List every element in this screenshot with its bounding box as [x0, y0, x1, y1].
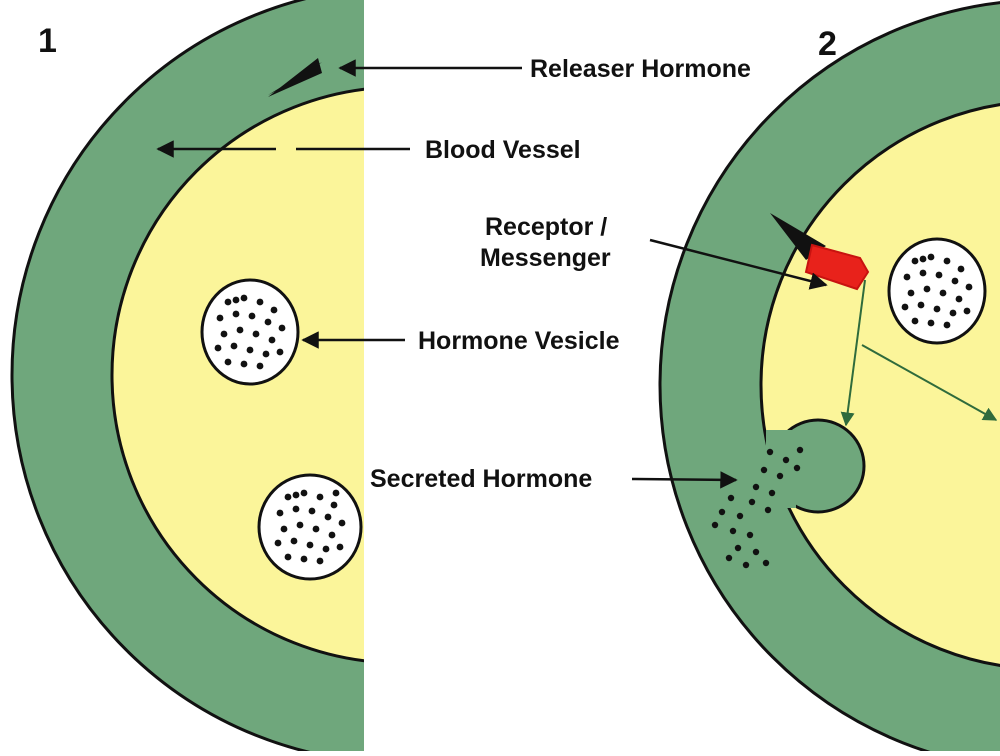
granule [904, 274, 911, 281]
granule [307, 542, 314, 549]
granule [952, 278, 959, 285]
releaser-hormone-text: Releaser Hormone [530, 55, 751, 83]
granule [217, 315, 224, 322]
granule [279, 325, 286, 332]
granule [940, 290, 947, 297]
granule [920, 256, 927, 263]
granule [281, 526, 288, 533]
granule [950, 310, 957, 317]
receptor-text-line2: Messenger [480, 244, 611, 272]
granule [275, 540, 282, 547]
granule [253, 331, 260, 338]
hormone-vesicle-2 [889, 239, 985, 343]
granule [225, 299, 232, 306]
granule [231, 343, 238, 350]
granule [902, 304, 909, 311]
granule [291, 538, 298, 545]
granule [337, 544, 344, 551]
granule [317, 494, 324, 501]
granule [958, 266, 965, 273]
granule [263, 351, 270, 358]
hormone-vesicle-text: Hormone Vesicle [418, 327, 620, 355]
granule [249, 313, 256, 320]
granule [309, 508, 316, 515]
granule [277, 349, 284, 356]
secreted-hormone-text: Secreted Hormone [370, 465, 592, 493]
granule [269, 337, 276, 344]
granule [241, 295, 248, 302]
granule [221, 331, 228, 338]
granule [285, 494, 292, 501]
granule [912, 258, 919, 265]
cell-interior-1 [112, 87, 688, 663]
granule [333, 490, 340, 497]
hormone-vesicle-1b [259, 475, 361, 579]
granule [215, 345, 222, 352]
granule [908, 290, 915, 297]
granule [277, 510, 284, 517]
granule [293, 492, 300, 499]
granule [293, 506, 300, 513]
panel-1-cut-edge [364, 0, 368, 751]
granule [271, 307, 278, 314]
panel-2: 2 [660, 0, 1000, 751]
granule [237, 327, 244, 334]
granule [928, 254, 935, 261]
granule [265, 319, 272, 326]
hormone-vesicle-1a [202, 280, 298, 384]
granule [247, 347, 254, 354]
granule [966, 284, 973, 291]
granule [301, 556, 308, 563]
granule [297, 522, 304, 529]
granule [325, 514, 332, 521]
granule [912, 318, 919, 325]
granule [313, 526, 320, 533]
granule [225, 359, 232, 366]
granule [331, 502, 338, 509]
panel-number-1: 1 [38, 22, 57, 60]
panel-number-2: 2 [818, 25, 837, 63]
granule [918, 302, 925, 309]
granule [956, 296, 963, 303]
granule [928, 320, 935, 327]
bud-joint [766, 430, 796, 508]
granule [301, 490, 308, 497]
receptor-text-line1: Receptor / [485, 213, 607, 241]
granule [944, 258, 951, 265]
granule [233, 297, 240, 304]
granule [944, 322, 951, 329]
granule [317, 558, 324, 565]
granule [329, 532, 336, 539]
granule [934, 306, 941, 313]
granule [241, 361, 248, 368]
granule [285, 554, 292, 561]
granule [233, 311, 240, 318]
granule [257, 299, 264, 306]
blood-vessel-text: Blood Vessel [425, 136, 581, 164]
label-releaser-hormone: Releaser Hormone [340, 55, 751, 83]
granule [323, 546, 330, 553]
granule [924, 286, 931, 293]
granule [936, 272, 943, 279]
granule [339, 520, 346, 527]
granule [257, 363, 264, 370]
granule [920, 270, 927, 277]
granule [964, 308, 971, 315]
